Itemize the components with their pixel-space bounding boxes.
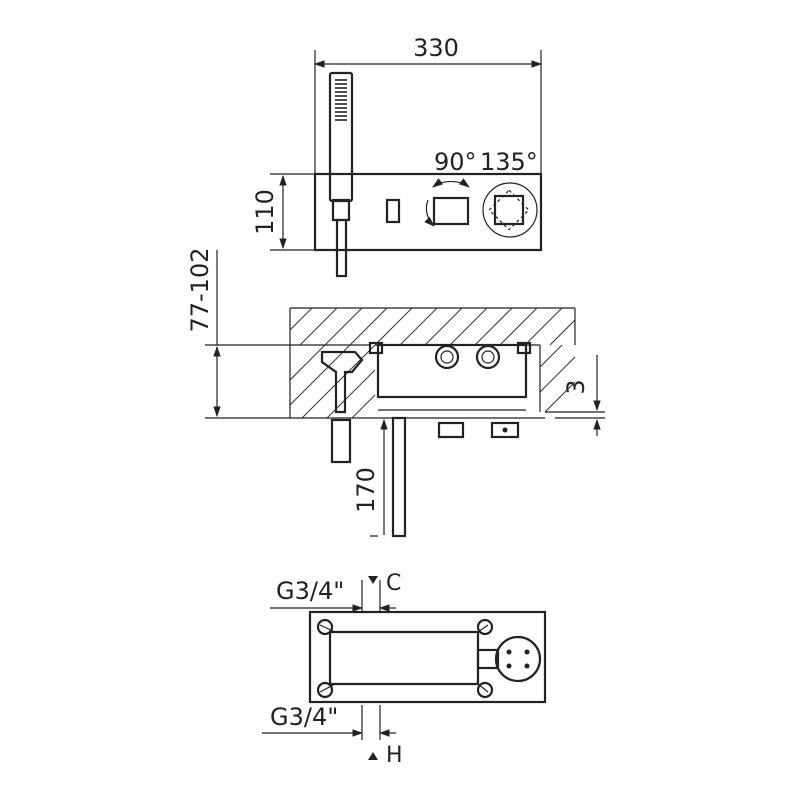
section-view: 77-102 3 170 <box>186 247 605 538</box>
cartridge-right-inner <box>481 350 495 364</box>
diverter-slot <box>385 198 401 224</box>
dim-height-label: 110 <box>251 189 279 235</box>
mount-hole-tl <box>316 618 334 636</box>
cold-thread-label: G3/4" <box>276 577 344 605</box>
mount-hole-br <box>476 681 494 699</box>
valve-flange-left <box>368 341 384 355</box>
rotation-arrow-90-top <box>432 178 470 188</box>
flow-handle <box>493 194 525 226</box>
wall-plate <box>313 172 543 252</box>
handle-screw <box>502 427 508 433</box>
hose-sleeve <box>330 418 352 464</box>
cartridge-dot <box>524 649 530 655</box>
body-plan-outline <box>308 610 547 704</box>
mount-hole-bl <box>316 681 334 699</box>
flow-handle-rotated <box>488 189 530 231</box>
shower-nozzles <box>335 79 347 121</box>
cartridge-dot <box>506 663 512 669</box>
wall-hatch-right <box>540 345 575 412</box>
handle-stub-left <box>437 421 465 439</box>
front-view: 330 90° 135° 110 <box>251 34 543 278</box>
dim-width-label: 330 <box>413 34 459 62</box>
temperature-handle <box>432 196 470 226</box>
dim-drop-label: 170 <box>352 467 380 513</box>
hot-thread-label: G3/4" <box>270 703 338 731</box>
shower-holder <box>331 198 351 222</box>
dim-depth-label: 77-102 <box>186 247 214 332</box>
cartridge-right <box>475 344 501 370</box>
valve-body <box>376 343 528 399</box>
cartridge-plan <box>494 635 542 683</box>
hose-elbow <box>320 350 364 414</box>
hot-marker <box>368 752 378 760</box>
shower-hose-stub <box>335 218 348 278</box>
cartridge-dot <box>524 663 530 669</box>
hanging-shower <box>391 416 407 538</box>
plan-view: G3/4" C G3/4" H <box>262 571 547 768</box>
body-plan-corners <box>319 624 489 693</box>
cartridge-dot <box>506 649 512 655</box>
cartridge-port <box>476 648 500 670</box>
flow-rotation-circle <box>482 182 538 238</box>
valve-flange-right <box>516 341 532 355</box>
wall-hatch-top <box>290 308 575 346</box>
body-plan-inner <box>328 630 480 686</box>
rotation-arrow-90-left <box>424 199 435 227</box>
handle-stub-right <box>490 421 520 439</box>
cartridge-left <box>434 344 460 370</box>
dim-offset-label: 3 <box>562 379 590 394</box>
hot-label: H <box>386 743 403 768</box>
angle-label-135: 135° <box>480 148 538 176</box>
cold-label: C <box>386 571 401 596</box>
cold-marker <box>368 576 378 584</box>
mount-hole-tr <box>476 618 494 636</box>
angle-label-90: 90° <box>434 148 477 176</box>
cartridge-left-inner <box>440 350 454 364</box>
